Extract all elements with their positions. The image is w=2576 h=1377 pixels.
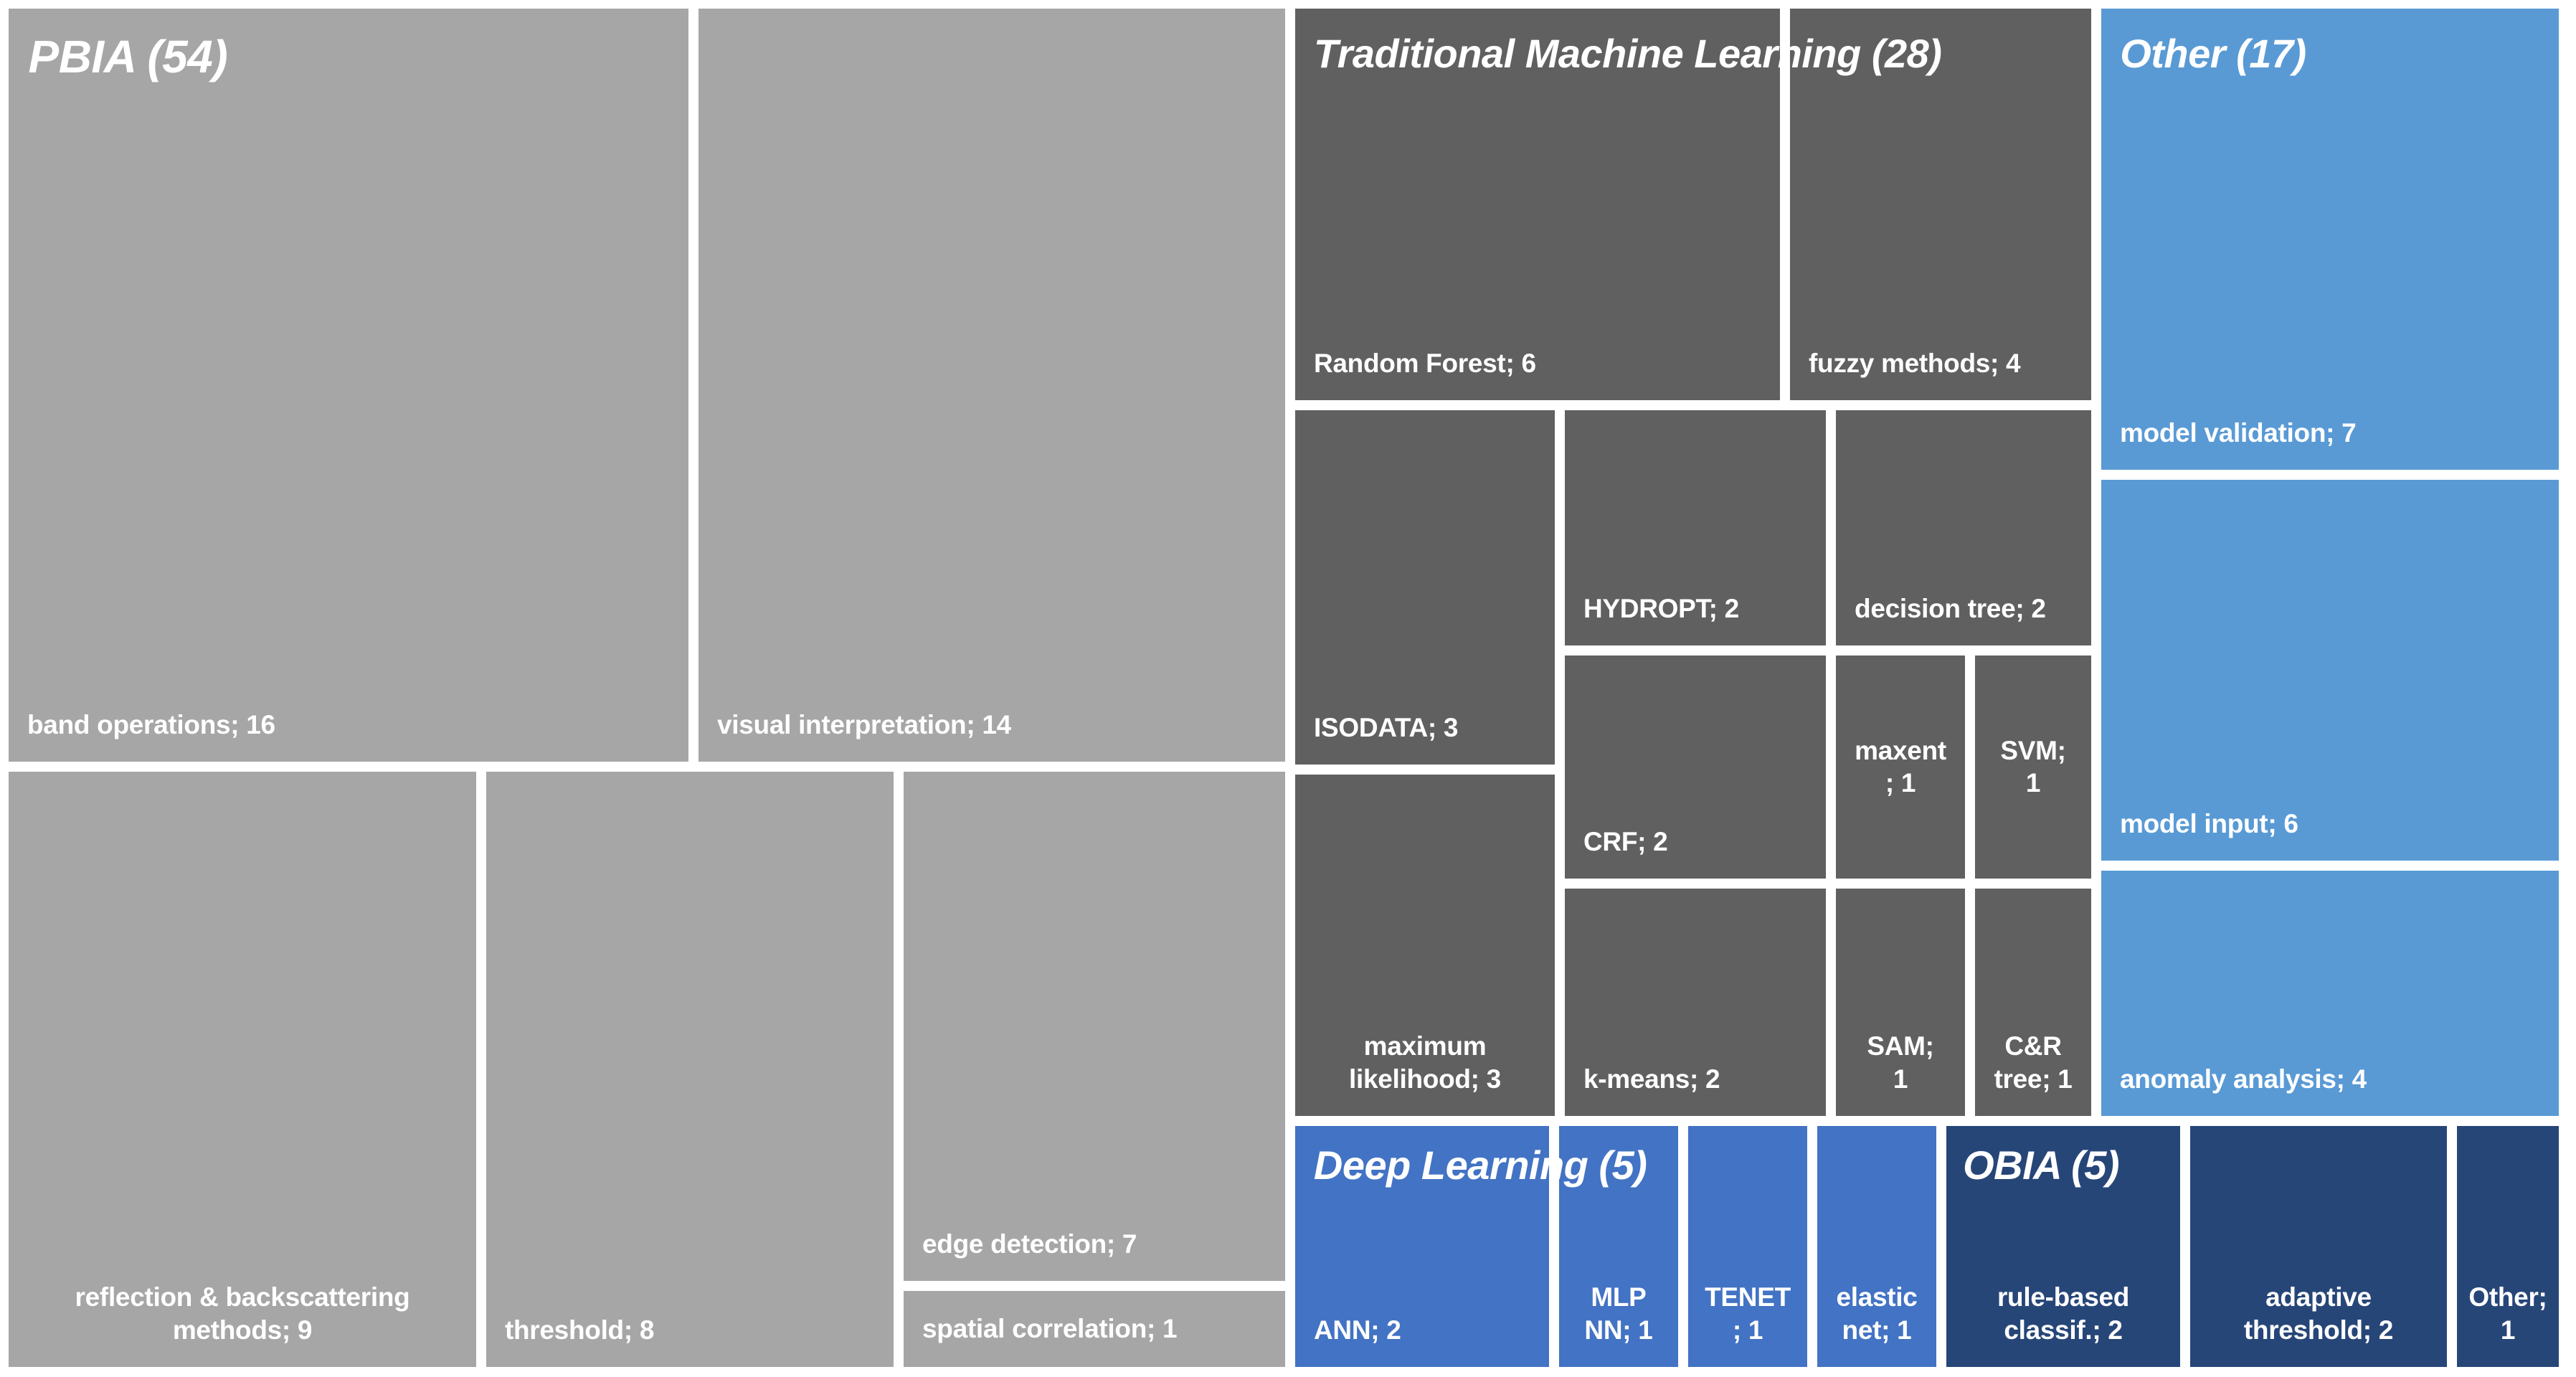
tile-label-model-input: model input; 6 bbox=[2119, 809, 2298, 839]
group-title-obia: OBIA (5) bbox=[1963, 1142, 2120, 1188]
tile-model-validation: model validation; 7 bbox=[2101, 9, 2559, 470]
tile-visual-interpretation: visual interpretation; 14 bbox=[699, 9, 1285, 762]
tile-tenet: TENET ; 1 bbox=[1688, 1126, 1807, 1367]
tile-model-input: model input; 6 bbox=[2101, 480, 2559, 861]
tile-svm: SVM; 1 bbox=[1975, 655, 2091, 879]
tile-label-svm: SVM; 1 bbox=[2000, 735, 2066, 798]
tile-rule-based-classif: rule-based classif.; 2 bbox=[1946, 1126, 2180, 1367]
group-title-pbia: PBIA (54) bbox=[28, 31, 228, 83]
tile-other: Other; 1 bbox=[2456, 1126, 2559, 1367]
tile-label-adaptive-threshold: adaptive threshold; 2 bbox=[2243, 1282, 2394, 1345]
tile-hydropt: HYDROPT; 2 bbox=[1564, 410, 1826, 645]
tile-random-forest: Random Forest; 6 bbox=[1294, 9, 1780, 400]
tile-label-hydropt: HYDROPT; 2 bbox=[1583, 594, 1739, 624]
tile-label-crf: CRF; 2 bbox=[1583, 827, 1668, 857]
tile-band-operations: band operations; 16 bbox=[8, 9, 688, 762]
tile-label-spatial-correlation: spatial correlation; 1 bbox=[922, 1314, 1178, 1344]
tile-label-visual-interpretation: visual interpretation; 14 bbox=[717, 710, 1011, 740]
group-title-traditional-machine-learning: Traditional Machine Learning (28) bbox=[1313, 31, 1942, 77]
tile-threshold: threshold; 8 bbox=[486, 772, 894, 1367]
tile-ann: ANN; 2 bbox=[1294, 1126, 1549, 1367]
tile-label-c-r-tree: C&R tree; 1 bbox=[1994, 1031, 2073, 1094]
tile-anomaly-analysis: anomaly analysis; 4 bbox=[2101, 870, 2559, 1116]
tile-label-band-operations: band operations; 16 bbox=[27, 710, 275, 740]
tile-isodata: ISODATA; 3 bbox=[1294, 410, 1555, 765]
tile-label-k-means: k-means; 2 bbox=[1583, 1064, 1720, 1094]
tile-decision-tree: decision tree; 2 bbox=[1836, 410, 2092, 645]
tile-crf: CRF; 2 bbox=[1564, 655, 1826, 879]
tile-maximum-likelihood: maximum likelihood; 3 bbox=[1294, 775, 1555, 1116]
tile-label-anomaly-analysis: anomaly analysis; 4 bbox=[2119, 1064, 2367, 1094]
tile-label-edge-detection: edge detection; 7 bbox=[922, 1229, 1137, 1259]
tile-mlp-nn: MLP NN; 1 bbox=[1558, 1126, 1678, 1367]
tile-label-fuzzy-methods: fuzzy methods; 4 bbox=[1809, 349, 2021, 379]
tile-label-maxent: maxent ; 1 bbox=[1855, 735, 1946, 798]
tile-label-tenet: TENET ; 1 bbox=[1705, 1282, 1791, 1345]
tile-label-random-forest: Random Forest; 6 bbox=[1313, 349, 1536, 379]
tile-label-sam: SAM; 1 bbox=[1867, 1031, 1934, 1094]
tile-label-threshold: threshold; 8 bbox=[504, 1315, 655, 1345]
tile-label-maximum-likelihood: maximum likelihood; 3 bbox=[1349, 1031, 1501, 1094]
tile-label-other: Other; 1 bbox=[2468, 1282, 2547, 1345]
tile-label-mlp-nn: MLP NN; 1 bbox=[1584, 1282, 1653, 1345]
tile-edge-detection: edge detection; 7 bbox=[904, 772, 1285, 1281]
tile-fuzzy-methods: fuzzy methods; 4 bbox=[1790, 9, 2091, 400]
tile-label-ann: ANN; 2 bbox=[1313, 1315, 1401, 1345]
tile-sam: SAM; 1 bbox=[1836, 888, 1965, 1116]
group-title-deep-learning: Deep Learning (5) bbox=[1313, 1142, 1647, 1188]
tile-elastic-net: elastic net; 1 bbox=[1817, 1126, 1936, 1367]
tile-label-rule-based-classif: rule-based classif.; 2 bbox=[1997, 1282, 2130, 1345]
tile-maxent: maxent ; 1 bbox=[1836, 655, 1965, 879]
tile-label-isodata: ISODATA; 3 bbox=[1313, 713, 1459, 743]
tile-reflection-backscattering-methods: reflection & backscattering methods; 9 bbox=[8, 772, 476, 1367]
tile-k-means: k-means; 2 bbox=[1564, 888, 1826, 1116]
tile-spatial-correlation: spatial correlation; 1 bbox=[904, 1291, 1285, 1367]
tile-label-elastic-net: elastic net; 1 bbox=[1836, 1282, 1918, 1345]
tile-label-reflection-backscattering-methods: reflection & backscattering methods; 9 bbox=[75, 1282, 410, 1345]
tile-label-model-validation: model validation; 7 bbox=[2119, 418, 2357, 448]
tile-c-r-tree: C&R tree; 1 bbox=[1975, 888, 2091, 1116]
group-title-other: Other (17) bbox=[2120, 31, 2306, 77]
tile-label-decision-tree: decision tree; 2 bbox=[1855, 594, 2046, 624]
tile-adaptive-threshold: adaptive threshold; 2 bbox=[2189, 1126, 2447, 1367]
